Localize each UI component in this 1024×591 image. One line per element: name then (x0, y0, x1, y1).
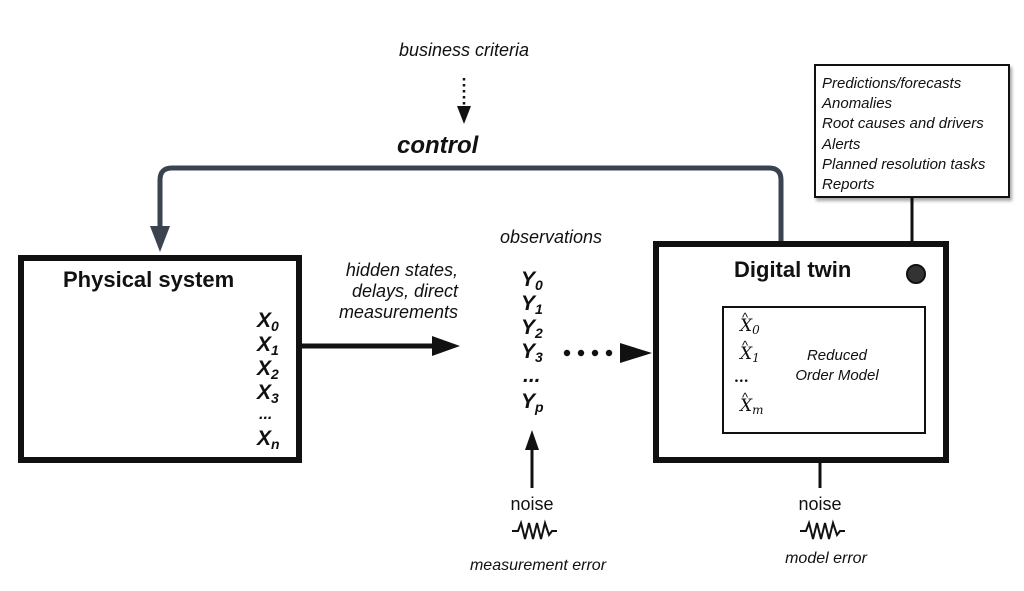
observation-y1: Y1 (521, 292, 543, 317)
output-item: Reports (822, 176, 875, 194)
state-x2: X2 (257, 357, 279, 382)
noise-left-squiggle-icon (512, 519, 557, 540)
rom-state-xm: Xm (740, 396, 764, 417)
control-label: control (397, 132, 479, 159)
hidden-states-line-2: delays, direct (351, 281, 458, 301)
output-port-icon (906, 264, 926, 284)
reduced-order-model-box: X0 X1 ... Xm ^ ^ ^ Reduced Order Model (722, 306, 926, 434)
business-criteria-label: business criteria (398, 40, 530, 60)
rom-label-line-1: Reduced (806, 347, 868, 364)
rom-state-x1: X1 (740, 344, 760, 365)
rom-state-ellipsis: ... (734, 370, 749, 386)
physical-system-box: Physical system X0 X1 X2 X3 ... Xn (18, 255, 302, 463)
hat-mark: ^ (742, 390, 749, 405)
obs-dot (591, 349, 599, 357)
output-item: Anomalies (822, 95, 893, 113)
hidden-states-line-1: hidden states, (345, 260, 458, 280)
obs-to-twin-arrowhead (620, 343, 652, 363)
obs-dot (605, 349, 613, 357)
hidden-states-line-3: measurements (338, 302, 458, 322)
noise-left-arrowhead (525, 430, 539, 450)
output-item: Root causes and drivers (822, 115, 984, 133)
noise-right-label: noise (798, 494, 842, 514)
observation-y3: Y3 (521, 340, 543, 365)
rom-state-x0: X0 (740, 316, 760, 337)
hidden-states-arrowhead (432, 336, 460, 356)
business-criteria-arrowhead (457, 106, 471, 124)
rom-label: Reduced Order Model (772, 346, 902, 386)
outputs-box: Predictions/forecasts Anomalies Root cau… (814, 64, 1010, 198)
state-x3: X3 (257, 381, 279, 406)
observation-y2: Y2 (521, 316, 543, 341)
obs-dot (563, 349, 571, 357)
rom-label-line-2: Order Model (795, 367, 879, 384)
model-error-caption: model error (785, 550, 867, 567)
observation-y0: Y0 (521, 268, 543, 293)
physical-system-title: Physical system (63, 267, 235, 292)
hat-mark: ^ (742, 338, 749, 353)
control-loop-arrowhead (150, 226, 170, 252)
output-item: Alerts (822, 135, 861, 153)
state-x1: X1 (257, 333, 279, 358)
observation-ellipsis: ... (523, 364, 541, 387)
state-xn: Xn (257, 427, 280, 452)
noise-right-squiggle-icon (800, 519, 845, 540)
state-ellipsis: ... (259, 406, 273, 423)
obs-dot (577, 349, 585, 357)
output-item: Predictions/forecasts (822, 75, 962, 92)
hidden-states-label: hidden states, delays, direct measuremen… (310, 260, 458, 323)
measurement-error-caption: measurement error (469, 557, 607, 574)
observations-title: observations (499, 227, 603, 247)
state-x0: X0 (257, 309, 279, 334)
output-item: Planned resolution tasks (822, 155, 986, 173)
digital-twin-box: Digital twin X0 X1 ... Xm ^ ^ ^ Reduced … (653, 241, 949, 463)
digital-twin-title: Digital twin (734, 257, 852, 282)
noise-left-label: noise (510, 494, 554, 514)
hat-mark: ^ (742, 310, 749, 325)
observation-yp: Yp (521, 390, 544, 415)
control-loop-line (157, 165, 784, 243)
